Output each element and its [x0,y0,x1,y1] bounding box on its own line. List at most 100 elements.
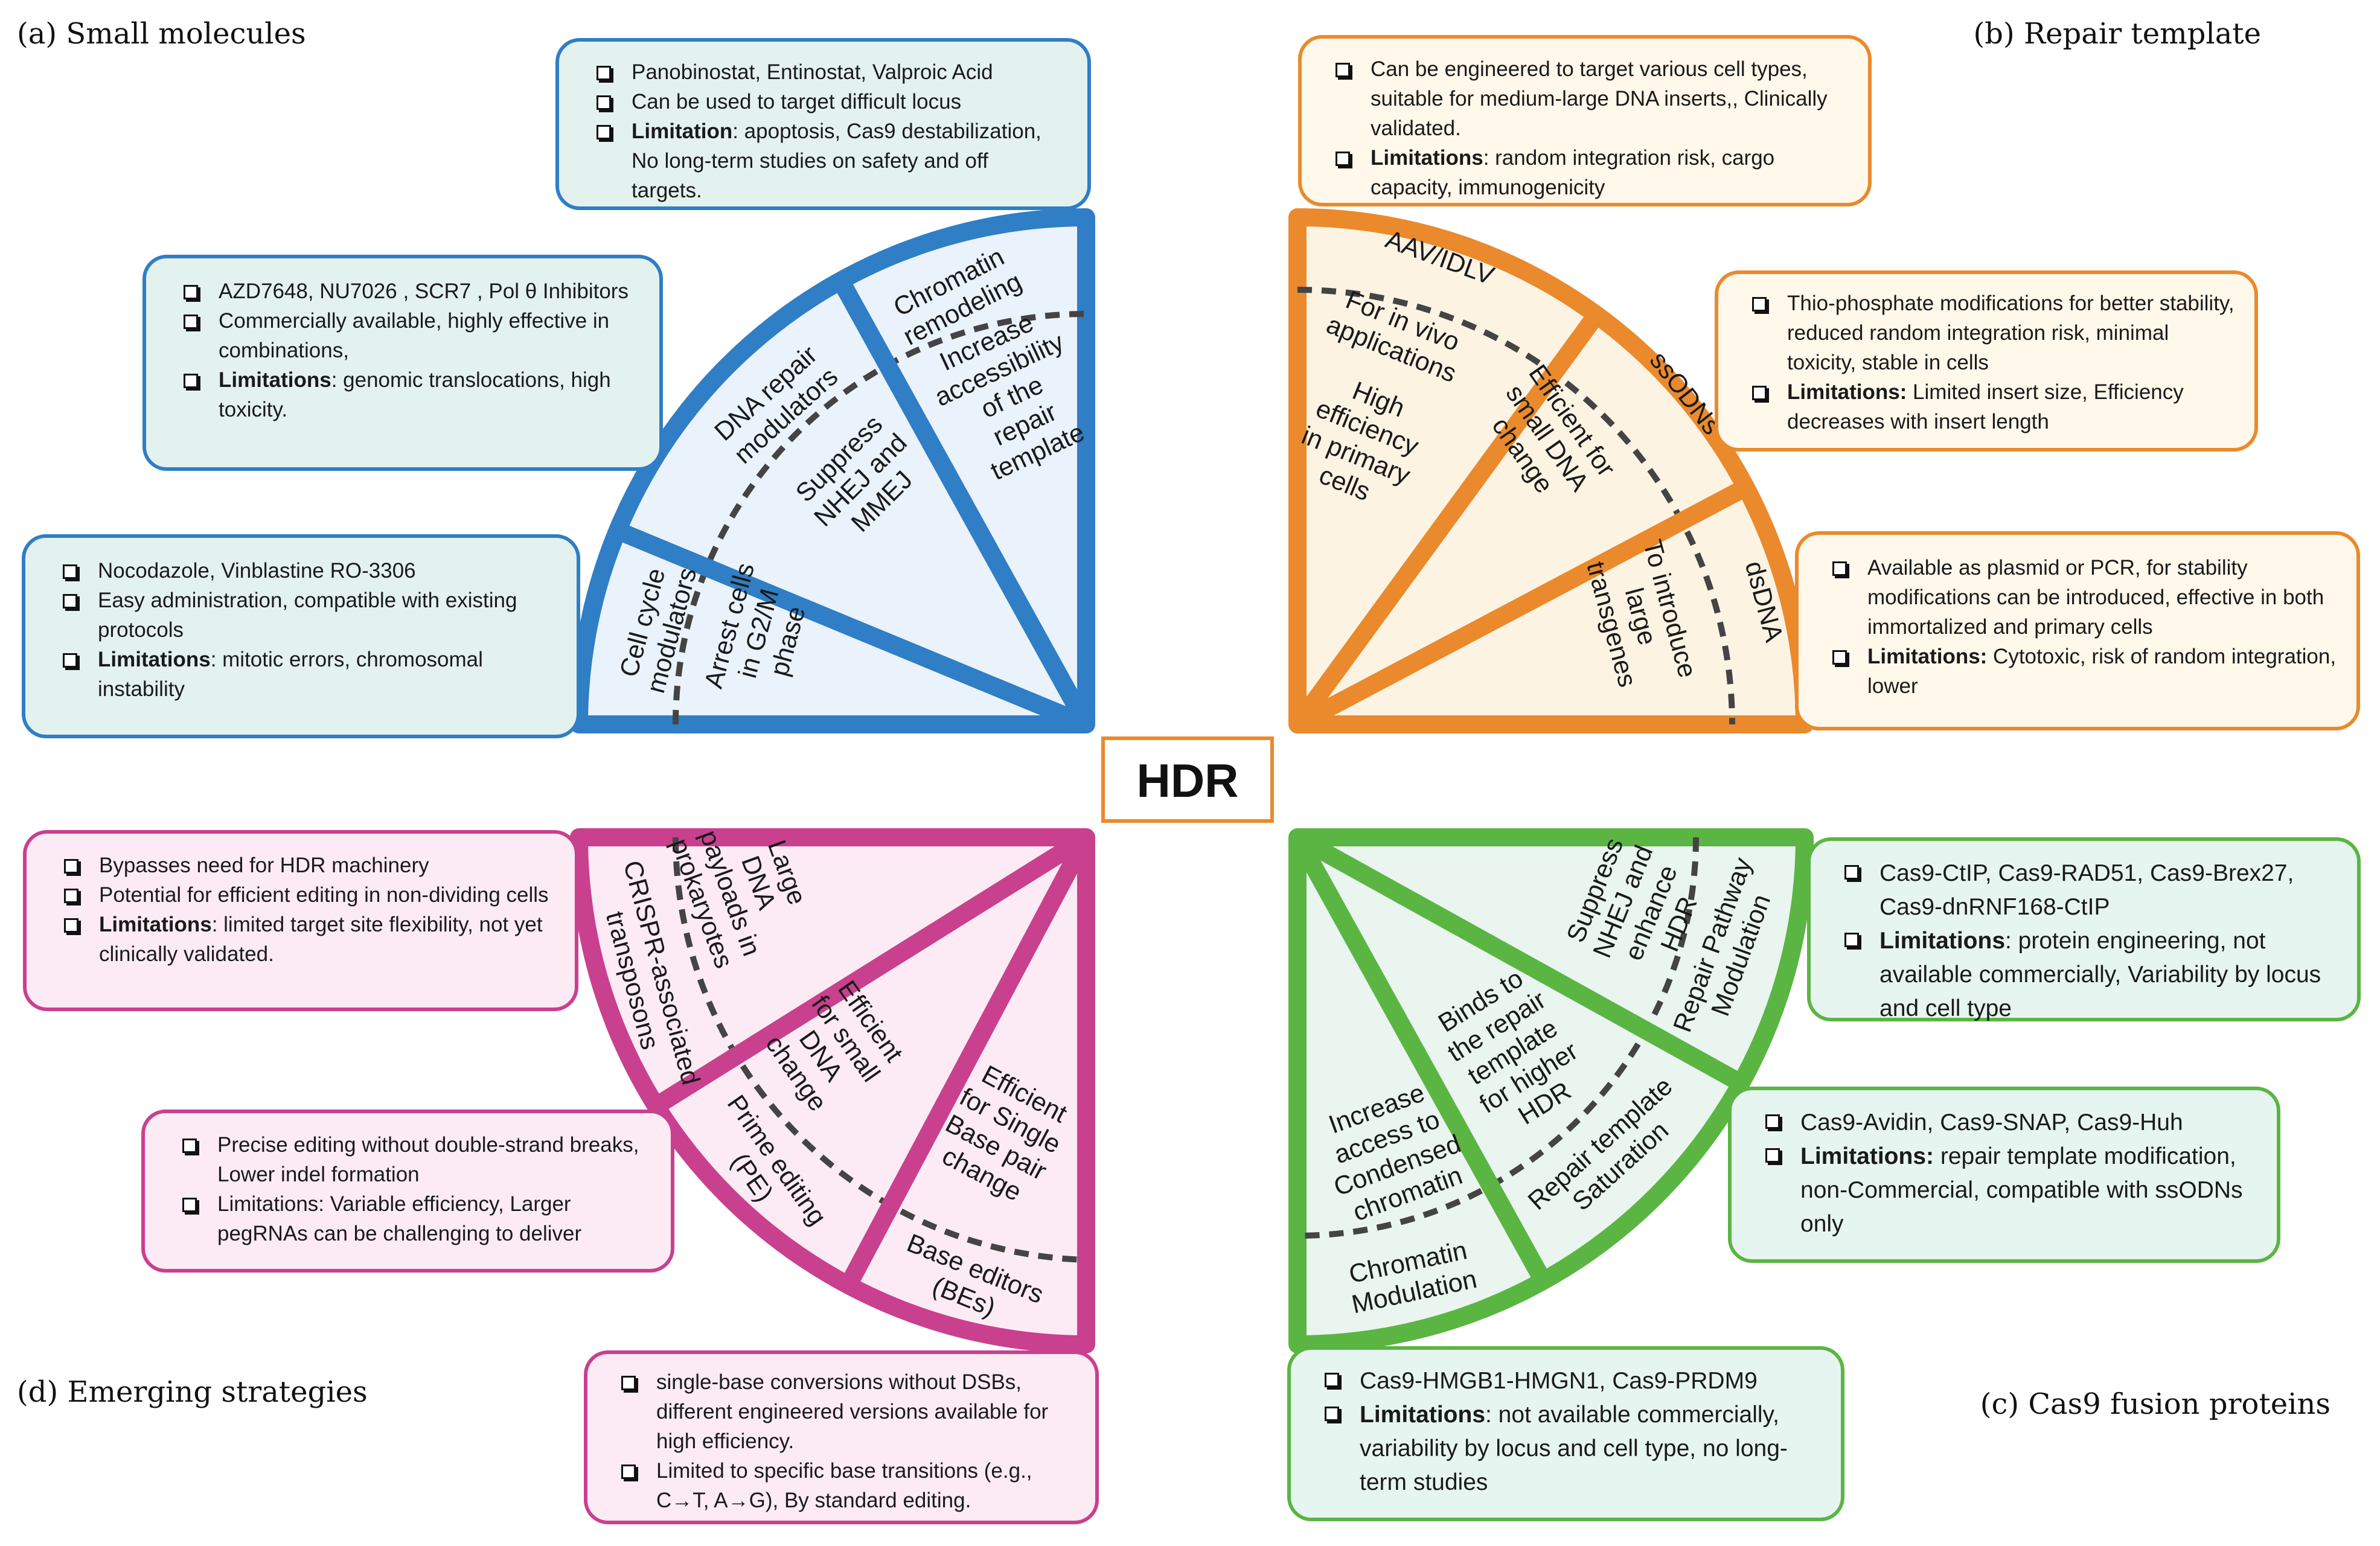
callout-text: : random integration risk, cargo capacit… [1371,146,1775,199]
limitation-label: Limitations [98,648,211,671]
callout-text: Cas9-CtIP, Cas9-RAD51, Cas9-Brex27, Cas9… [1879,860,2294,920]
quadrant-b-repair-template [1288,208,1814,733]
callout-item: Limitations: mitotic errors, chromosomal… [59,645,552,704]
callout-item: Limitations: random integration risk, ca… [1332,143,1844,202]
callout-item: Can be used to target difficult locus [593,87,1063,117]
callout-text: Available as plasmid or PCR, for stabili… [1867,556,2324,639]
callout-text: : not available commercially, variabilit… [1360,1402,1788,1495]
callout-text: Panobinostat, Entinostat, Valproic Acid [632,60,993,84]
panel-title-d: (d) Emerging strategies [17,1375,368,1409]
callout-item: Panobinostat, Entinostat, Valproic Acid [593,57,1063,87]
wedge-a-divider-2 [833,276,1095,729]
limitation-label: Limitations [219,368,331,392]
callout-text: : apoptosis, Cas9 destabilization, No lo… [632,120,1041,202]
wedge-b-fill [1288,208,1814,733]
callout-item: Thio-phosphate modifications for better … [1748,289,2236,377]
callout-text: : protein engineering, not available com… [1879,928,2321,1021]
callout-list: Available as plasmid or PCR, for stabili… [1829,553,2338,701]
wedge-b-divider-1 [1290,305,1607,730]
wedge-c-divider-1 [1289,832,1552,1286]
callout-item: Commercially available, highly effective… [180,306,635,365]
wedge-b-divider-2 [1293,477,1755,733]
wedge-a-fill [570,208,1095,733]
wedge-a-dashed-arc [673,311,1087,725]
callout-item: Cas9-HMGB1-HMGN1, Cas9-PRDM9 [1321,1364,1823,1398]
callout-b-aav: Can be engineered to target various cell… [1298,35,1872,206]
limitation-label: Limitations: [1787,380,1907,404]
callout-item: Nocodazole, Vinblastine RO-3306 [59,556,552,586]
panel-title-b: (b) Repair template [1974,17,2261,51]
callout-text: Nocodazole, Vinblastine RO-3306 [98,559,416,583]
limitation-label: Limitations [1371,146,1483,170]
limitation-label: Limitations [99,913,212,936]
callout-item: Limitations: Variable efficiency, Larger… [179,1189,653,1248]
callout-item: Potential for efficient editing in non-d… [60,880,557,910]
callout-item: Bypasses need for HDR machinery [60,851,557,880]
callout-item: Limited to specific base transitions (e.… [618,1456,1077,1515]
limitation-label: Limitation [632,120,733,143]
callout-d-prime: Precise editing without double-strand br… [141,1110,674,1273]
callout-item: Easy administration, compatible with exi… [59,586,552,645]
quadrant-d-emerging [570,828,1095,1353]
callout-text: : mitotic errors, chromosomal instabilit… [98,648,483,701]
callout-item: Limitations: Cytotoxic, risk of random i… [1829,642,2338,701]
callout-list: Can be engineered to target various cell… [1332,54,1844,202]
callout-a-dna-repair: AZD7648, NU7026 , SCR7 , Pol θ Inhibitor… [142,255,663,471]
callout-text: Bypasses need for HDR machinery [99,854,429,877]
callout-text: Limited insert size, Efficiency decrease… [1787,380,2184,433]
callout-item: Limitation: apoptosis, Cas9 destabilizat… [593,117,1063,205]
wedge-a-divider-1 [614,522,1090,733]
callout-text: single-base conversions without DSBs, di… [656,1370,1049,1453]
callout-item: Limitations: Limited insert size, Effici… [1748,377,2236,436]
callout-text: repair template modification, non-Commer… [1800,1143,2243,1237]
callout-list: AZD7648, NU7026 , SCR7 , Pol θ Inhibitor… [180,276,635,424]
callout-item: Limitations: repair template modificatio… [1762,1140,2259,1241]
callout-d-base: single-base conversions without DSBs, di… [584,1350,1099,1524]
callout-item: Precise editing without double-strand br… [179,1130,653,1189]
callout-item: Cas9-Avidin, Cas9-SNAP, Cas9-Huh [1762,1106,2259,1140]
callout-text: Limitations: Variable efficiency, Larger… [217,1192,582,1245]
callout-text: Cytotoxic, risk of random integration, l… [1867,645,2337,698]
panel-title-a: (a) Small molecules [17,17,306,51]
callout-text: Commercially available, highly effective… [219,309,610,362]
wedge-d-dashed-arc [673,837,1087,1263]
callout-text: AZD7648, NU7026 , SCR7 , Pol θ Inhibitor… [219,279,629,303]
wedge-d-divider-2 [840,832,1095,1290]
callout-item: Limitations: protein engineering, not av… [1841,924,2339,1026]
limitation-label: Limitations [1879,928,2006,954]
callout-list: Thio-phosphate modifications for better … [1748,289,2236,436]
callout-text: Cas9-HMGB1-HMGN1, Cas9-PRDM9 [1360,1368,1758,1394]
limitation-label: Limitations: [1867,645,1988,668]
callout-text: Precise editing without double-strand br… [217,1133,639,1186]
wedge-d-fill [570,828,1095,1353]
limitation-label: Limitations: [1800,1143,1934,1169]
callout-b-ssodns: Thio-phosphate modifications for better … [1715,270,2258,452]
quadrant-a-small-molecules [570,208,1095,733]
callout-list: Cas9-CtIP, Cas9-RAD51, Cas9-Brex27, Cas9… [1841,857,2339,1026]
callout-text: : limited target site flexibility, not y… [99,913,543,966]
hdr-center-label: HDR [1137,754,1239,807]
callout-item: Limitations: not available commercially,… [1321,1398,1823,1500]
wedge-b-dashed-arc [1297,287,1735,725]
wedge-d-divider-1 [651,829,1091,1114]
callout-item: Available as plasmid or PCR, for stabili… [1829,553,2338,642]
callout-text: Cas9-Avidin, Cas9-SNAP, Cas9-Huh [1800,1110,2183,1136]
callout-text: Can be used to target difficult locus [632,90,962,113]
callout-item: Limitations: genomic translocations, hig… [180,365,635,424]
callout-c-repair-pathway: Cas9-CtIP, Cas9-RAD51, Cas9-Brex27, Cas9… [1807,837,2361,1021]
callout-text: Thio-phosphate modifications for better … [1787,292,2234,374]
label-binds-repair-template: Binds tothe repairtemplatefor higherHDR [1427,960,1599,1145]
callout-item: Cas9-CtIP, Cas9-RAD51, Cas9-Brex27, Cas9… [1841,857,2339,924]
panel-title-c: (c) Cas9 fusion proteins [1980,1387,2330,1421]
callout-item: AZD7648, NU7026 , SCR7 , Pol θ Inhibitor… [180,276,635,306]
callout-item: Limitations: limited target site flexibi… [60,910,557,969]
